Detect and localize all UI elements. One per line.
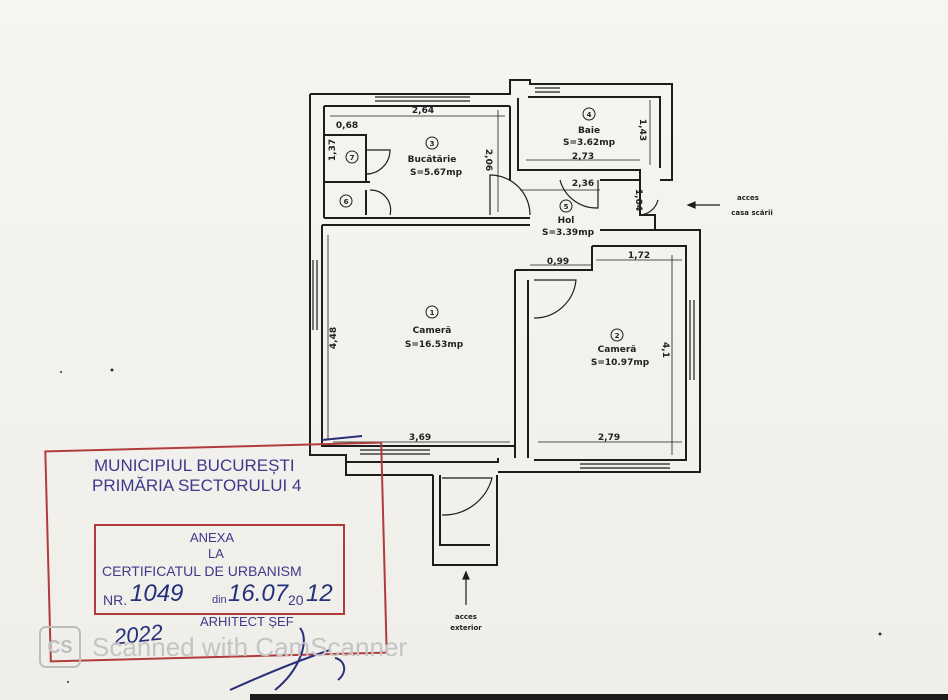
- stamp-nr-value: 1049: [130, 580, 184, 607]
- dim-236: 2,36: [572, 179, 594, 189]
- entry-wall: [432, 475, 498, 566]
- room-5-number: 5: [564, 203, 569, 211]
- door-kitchen: [489, 174, 531, 216]
- window-bath: [535, 87, 560, 93]
- stamp-anexa: ANEXA: [190, 530, 235, 545]
- room-4-name: Baie: [578, 126, 600, 136]
- dim-41: 4,1: [660, 342, 670, 358]
- outer-wall: [310, 79, 673, 181]
- window-bottom-left: [360, 449, 430, 455]
- door-entry: [441, 477, 493, 516]
- stamp-din-label: din: [212, 594, 227, 606]
- room-2-name: Cameră: [598, 345, 637, 355]
- room-3-name: Bucătărie: [408, 155, 457, 165]
- room-3-number: 3: [430, 140, 435, 148]
- camscanner-logo-icon: CS: [39, 626, 81, 668]
- door-closet6: [369, 189, 392, 216]
- room-1-number: 1: [430, 309, 435, 317]
- left-wall: [309, 94, 433, 476]
- window-left: [312, 260, 318, 330]
- stamp-nr-label: NR.: [103, 592, 128, 608]
- stamp-year-suffix: 12: [306, 580, 333, 607]
- bottom-wall: [340, 445, 534, 473]
- dim-264: 2,64: [412, 106, 434, 116]
- room-5-area: S=3.39mp: [542, 228, 595, 238]
- room2-wall-inner: [515, 245, 687, 461]
- access-stairs-line2: casa scării: [731, 209, 773, 217]
- camscanner-watermark-text: Scanned with CamScanner: [92, 632, 408, 662]
- room-1-name: Cameră: [413, 326, 452, 336]
- door-closet7: [365, 149, 391, 175]
- room-7-number: 7: [350, 154, 355, 162]
- door-stairs: [639, 199, 659, 216]
- room-5-name: Hol: [558, 216, 575, 226]
- room-6-number: 6: [344, 198, 349, 206]
- room-3-area: S=5.67mp: [410, 168, 463, 178]
- stamp-cert: CERTIFICATUL DE URBANISM: [102, 563, 302, 579]
- room-4-number: 4: [587, 111, 592, 119]
- room2-wall: [534, 229, 701, 473]
- scan-edge: [250, 694, 948, 700]
- access-stairs-line1: acces: [737, 194, 759, 202]
- stamp-arhitect: ARHITECT ȘEF: [200, 614, 294, 629]
- door-room2: [533, 279, 577, 319]
- room-2-number: 2: [615, 332, 620, 340]
- stamp-date-value: 16.07: [228, 580, 289, 607]
- outer-wall-inner: [324, 96, 661, 168]
- dim-279: 2,79: [598, 433, 620, 443]
- room-2-area: S=10.97mp: [591, 358, 650, 368]
- stamp-year-prefix: 20: [288, 592, 304, 608]
- kitchen-wall: [322, 217, 530, 226]
- dim-068: 0,68: [336, 121, 358, 131]
- kitchen-bath-wall: [509, 98, 641, 180]
- room-4-area: S=3.62mp: [563, 138, 616, 148]
- stamp-line1: MUNICIPIUL BUCUREȘTI: [94, 456, 295, 475]
- window-bottom: [580, 463, 670, 469]
- stairs-wall: [600, 179, 656, 230]
- room1-room2-wall: [514, 270, 529, 458]
- dim-104: 1,04: [633, 189, 643, 211]
- dim-137: 1,37: [328, 139, 338, 161]
- access-exterior-line1: acces: [455, 613, 477, 621]
- closet-wall: [324, 134, 370, 215]
- dim-206: 2,06: [483, 149, 493, 171]
- stamp-annex-box: [94, 524, 345, 615]
- left-wall-inner: [321, 106, 340, 447]
- stamp-la: LA: [208, 546, 224, 561]
- dim-448: 4,48: [329, 327, 339, 349]
- window-room2: [689, 300, 695, 380]
- dim-143: 1,43: [637, 119, 647, 141]
- dim-172: 1,72: [628, 251, 650, 261]
- window-kitchen: [375, 96, 470, 102]
- door-bath: [559, 179, 599, 209]
- dim-369: 3,69: [409, 433, 431, 443]
- room-1-area: S=16.53mp: [405, 340, 464, 350]
- dim-273: 2,73: [572, 152, 594, 162]
- dim-099: 0,99: [547, 257, 569, 267]
- access-exterior-line2: exterior: [450, 624, 482, 632]
- stamp-line2: PRIMĂRIA SECTORULUI 4: [92, 476, 302, 495]
